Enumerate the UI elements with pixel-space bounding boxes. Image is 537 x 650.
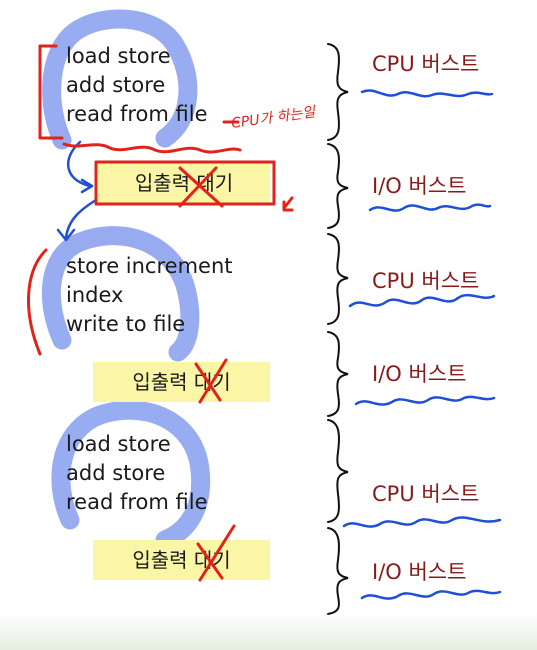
flow-arrow [80,178,94,194]
brace-io-3 [327,527,349,615]
io-highlight-outline [94,160,276,206]
squiggle-underline [360,89,494,98]
footer-band [0,612,537,650]
io-burst-label-2: I/O 버스트 [372,362,467,386]
io-burst-label-1: I/O 버스트 [372,174,467,198]
handwritten-note: CPU가 하는일 [230,104,317,132]
squiggle-underline [342,516,502,528]
cpu-burst-label-1: CPU 버스트 [372,52,480,76]
flow-arrow [66,140,92,188]
flow-arrow [56,228,76,242]
io-burst-label-3: I/O 버스트 [372,560,467,584]
red-arc [27,248,48,356]
code-block-2: store increment index write to file [66,252,233,339]
code-line: read from file [66,490,208,514]
cpu-burst-label-2: CPU 버스트 [372,269,480,293]
flow-arrow [64,198,98,240]
io-wait-box-2: 입출력 대기 [93,362,270,402]
red-bracket [38,44,64,140]
code-line: load store [66,44,171,68]
cross-out-mark [194,358,228,404]
code-line: load store [66,432,171,456]
code-line: index [66,283,124,307]
code-line: read from file [66,102,208,126]
brace-cpu-1 [327,43,349,141]
cross-out-mark [196,524,236,582]
squiggle-underline [354,395,496,406]
squiggle-underline [360,589,502,600]
code-block-3: load store add store read from file [66,430,208,517]
squiggle-underline [348,293,496,308]
code-line: write to file [66,312,186,336]
brace-cpu-2 [327,233,349,325]
highlight-circle-3 [51,400,211,550]
red-arrow [282,196,294,212]
io-wait-box-3: 입출력 대기 [93,540,270,580]
red-squiggle [62,142,242,154]
squiggle-underline [368,203,492,212]
highlight-circle-2 [41,226,200,362]
highlight-circle-1 [42,9,198,150]
cross-out-mark [178,166,224,208]
brace-cpu-3 [327,419,349,523]
brace-io-2 [327,331,349,417]
code-line: store increment [66,254,233,278]
cpu-burst-label-3: CPU 버스트 [372,482,480,506]
brace-io-1 [327,143,349,229]
code-block-1: load store add store read from file [66,42,208,129]
code-line: add store [66,73,166,97]
code-line: add store [66,461,166,485]
